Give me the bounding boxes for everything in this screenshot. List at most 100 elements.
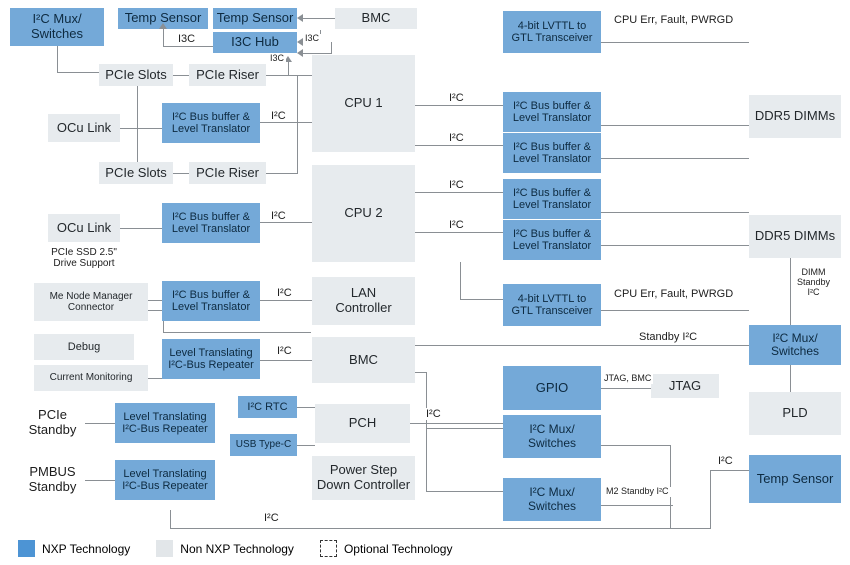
wire-i3c-to-temp1-h	[163, 46, 213, 47]
arrow-i3c-hub-a-icon	[297, 38, 303, 46]
block-bmc-bottom[interactable]: BMC	[312, 337, 415, 383]
wire-lvttl1-out	[601, 42, 749, 43]
arrow-temp-sensor-2-icon	[297, 14, 303, 22]
wire-riser2-h	[266, 173, 298, 174]
arrow-i3c-hub-c-icon	[284, 56, 292, 62]
wire-i3c-b-h	[303, 53, 332, 54]
wire-slots1-riser1	[173, 75, 189, 76]
block-lan-controller[interactable]: LAN Controller	[312, 277, 415, 325]
block-pld[interactable]: PLD	[749, 392, 841, 435]
label-dimm-standby-i2c: DIMM Standby I²C	[795, 267, 833, 298]
wire-muxmid-right	[601, 445, 671, 446]
block-repeater-1[interactable]: Level Translating I²C-Bus Repeater	[162, 339, 260, 379]
wire-cpu2-lvttl2	[460, 299, 503, 300]
wire-to-temp3	[710, 470, 749, 471]
block-pcie-slots-1[interactable]: PCIe Slots	[99, 64, 173, 86]
wire-menode-stub-h2	[163, 332, 311, 333]
block-lvttl-gtl-1[interactable]: 4-bit LVTTL to GTL Transceiver	[503, 11, 601, 53]
label-i2c-pch: I²C	[424, 408, 443, 421]
label-i3c-a: I3C	[176, 33, 198, 46]
wire-cpu2-down	[460, 262, 461, 300]
block-ocu-link-2[interactable]: OCu Link	[48, 214, 120, 242]
block-repeater-2[interactable]: Level Translating I²C-Bus Repeater	[115, 403, 215, 443]
wire-mux-down	[57, 46, 58, 72]
label-i3c-c: I3C	[268, 53, 287, 64]
block-i2c-mux-right[interactable]: I²C Mux/ Switches	[749, 325, 841, 365]
wire-cpu2-buf5	[415, 192, 503, 193]
block-i2c-buffer-5[interactable]: I²C Bus buffer & Level Translator	[503, 179, 601, 219]
block-gpio[interactable]: GPIO	[503, 366, 601, 410]
wire-mux-to-pcie1	[57, 72, 99, 73]
block-temp-sensor-2[interactable]: Temp Sensor	[213, 8, 297, 29]
block-power-step-down-controller[interactable]: Power Step Down Controller	[312, 456, 415, 500]
wire-i3c-to-temp1-v	[163, 28, 164, 47]
block-bmc-top[interactable]: BMC	[335, 8, 417, 29]
legend-item-nxp: NXP Technology	[18, 540, 156, 557]
label-cpu-err-2: CPU Err, Fault, PWRGD	[612, 288, 736, 301]
block-i3c-hub[interactable]: I3C Hub	[213, 32, 297, 53]
block-lvttl-gtl-2[interactable]: 4-bit LVTTL to GTL Transceiver	[503, 284, 601, 326]
legend-swatch-nxp-icon	[18, 540, 35, 557]
wire-buf7-lan	[260, 300, 312, 301]
block-i2c-mux-mid[interactable]: I²C Mux/ Switches	[503, 415, 601, 458]
block-i2c-buffer-1[interactable]: I²C Bus buffer & Level Translator	[162, 103, 260, 143]
wire-buf5-ddr2	[601, 212, 749, 213]
block-i2c-rtc[interactable]: I²C RTC	[238, 396, 297, 418]
block-ddr5-dimms-2[interactable]: DDR5 DIMMs	[749, 215, 841, 258]
wire-bmc-mux-mid	[426, 428, 503, 429]
label-i2c-cpu1-buf: I²C	[269, 110, 288, 123]
wire-pciestandby-rep2	[85, 423, 115, 424]
wire-ddr2-mux	[790, 258, 791, 326]
block-ocu-link-1[interactable]: OCu Link	[48, 114, 120, 142]
block-i2c-buffer-7[interactable]: I²C Bus buffer & Level Translator	[162, 281, 260, 321]
wire-bottom-up	[710, 470, 711, 529]
block-pcie-riser-2[interactable]: PCIe Riser	[189, 162, 266, 184]
wire-bmc-down	[426, 372, 427, 492]
block-i2c-mux-top[interactable]: I²C Mux/ Switches	[10, 8, 104, 46]
block-cpu-1[interactable]: CPU 1	[312, 55, 415, 152]
label-i2c-cpu2-a: I²C	[447, 179, 466, 192]
wire-curmon-rep1	[148, 378, 162, 379]
wire-cpu2-buf6	[415, 232, 503, 233]
block-pch[interactable]: PCH	[315, 404, 410, 443]
block-debug[interactable]: Debug	[34, 334, 134, 360]
block-i2c-buffer-6[interactable]: I²C Bus buffer & Level Translator	[503, 220, 601, 260]
wire-muxbottom-m2	[601, 505, 673, 506]
legend-label-non-nxp: Non NXP Technology	[180, 541, 294, 556]
wire-rtc-pch	[297, 407, 315, 408]
wire-rep1-bmc	[260, 360, 312, 361]
block-current-monitoring[interactable]: Current Monitoring	[34, 365, 148, 391]
legend: NXP Technology Non NXP Technology Option…	[18, 540, 478, 557]
block-cpu-2[interactable]: CPU 2	[312, 165, 415, 262]
block-i2c-buffer-2[interactable]: I²C Bus buffer & Level Translator	[503, 92, 601, 132]
block-pcie-slots-2[interactable]: PCIe Slots	[99, 162, 173, 184]
legend-swatch-non-nxp-icon	[156, 540, 174, 557]
wire-menode-stub-v	[163, 310, 164, 333]
block-me-node-manager-connector[interactable]: Me Node Manager Connector	[34, 283, 148, 321]
block-temp-sensor-3[interactable]: Temp Sensor	[749, 455, 841, 503]
label-i2c-lan: I²C	[275, 287, 294, 300]
block-pcie-riser-1[interactable]: PCIe Riser	[189, 64, 266, 86]
legend-label-optional: Optional Technology	[343, 541, 453, 556]
wire-standby-i2c	[415, 345, 749, 346]
label-jtag-bmc: JTAG, BMC	[602, 373, 654, 384]
block-i2c-mux-bottom[interactable]: I²C Mux/ Switches	[503, 478, 601, 521]
block-i2c-buffer-3[interactable]: I²C Bus buffer & Level Translator	[503, 133, 601, 173]
block-jtag[interactable]: JTAG	[651, 374, 719, 398]
wire-i3c-b-v	[331, 42, 332, 54]
block-temp-sensor-1[interactable]: Temp Sensor	[118, 8, 208, 29]
block-i2c-buffer-4[interactable]: I²C Bus buffer & Level Translator	[162, 203, 260, 243]
wire-muxmid-down	[670, 445, 671, 528]
block-usb-type-c[interactable]: USB Type-C	[230, 434, 297, 456]
legend-label-nxp: NXP Technology	[42, 541, 131, 556]
label-i2c-cpu2-buf: I²C	[269, 210, 288, 223]
label-i2c-cpu1-a: I²C	[447, 92, 466, 105]
label-i2c-cpu2-b: I²C	[447, 219, 466, 232]
label-i2c-bmc: I²C	[275, 345, 294, 358]
wire-bmc-to-temp2	[303, 18, 335, 19]
block-ddr5-dimms-1[interactable]: DDR5 DIMMs	[749, 95, 841, 138]
block-repeater-3[interactable]: Level Translating I²C-Bus Repeater	[115, 460, 215, 500]
wire-buf6-ddr2	[601, 245, 749, 246]
label-m2-standby-i2c: M2 Standby I²C	[604, 486, 671, 497]
label-i2c-cpu1-b: I²C	[447, 132, 466, 145]
